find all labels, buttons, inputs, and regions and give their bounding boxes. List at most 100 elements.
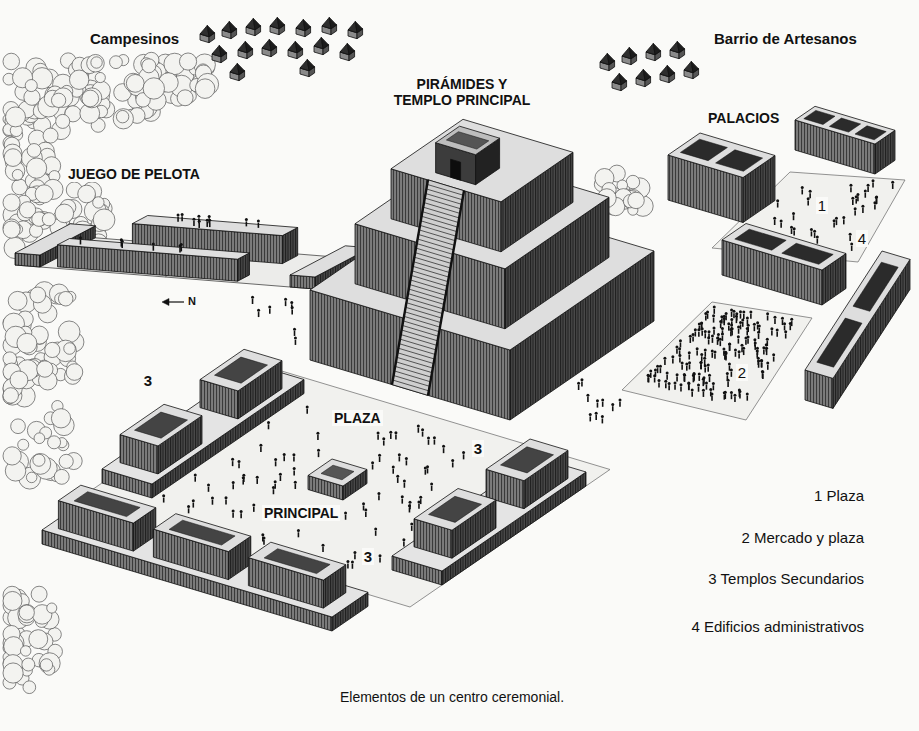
label-anchor: 3 [142, 372, 154, 389]
person-figure [121, 240, 124, 243]
temple-door [451, 159, 461, 180]
stair-step [415, 253, 451, 264]
person-figure [589, 413, 592, 416]
label-anchor: 4 [856, 230, 868, 247]
person-figure [702, 376, 705, 379]
person-figure [378, 454, 381, 457]
person-figure [809, 193, 811, 198]
person-figure [252, 504, 255, 507]
person-figure [398, 453, 401, 456]
person-figure [261, 533, 264, 536]
label-anchor: N [186, 295, 198, 308]
person-figure [405, 457, 408, 460]
temple-shrine [436, 126, 500, 155]
secondary-temple [248, 542, 345, 580]
person-figure [399, 456, 401, 461]
person-figure [701, 356, 703, 361]
person-figure [597, 403, 599, 408]
person-figure [761, 371, 764, 374]
person-figure [162, 494, 165, 497]
person-figure [713, 306, 716, 309]
stair-step [410, 285, 446, 296]
label-anchor: PRINCIPAL [262, 505, 340, 521]
person-figure [392, 469, 394, 474]
person-figure [193, 221, 195, 226]
hut-roof [219, 45, 226, 56]
person-figure [810, 228, 813, 231]
stair-step [397, 357, 433, 368]
person-figure [765, 347, 768, 350]
person-figure [666, 375, 668, 380]
person-figure [816, 235, 819, 238]
tree-crown [12, 169, 23, 180]
person-figure [680, 342, 682, 347]
label-anchor: Campesinos [88, 30, 181, 47]
person-figure [734, 397, 736, 402]
person-figure [246, 221, 248, 226]
tree-crown [143, 78, 164, 99]
person-figure [708, 339, 710, 344]
label-anchor: JUEGO DE PELOTA [66, 166, 202, 182]
roof-recess [829, 118, 860, 132]
person-figure [731, 321, 733, 326]
person-figure [722, 347, 725, 350]
person-figure [781, 317, 784, 320]
person-figure [727, 382, 729, 387]
tree-crown [3, 388, 18, 403]
person-figure [814, 233, 816, 238]
roof-recess [429, 496, 482, 522]
buildings [15, 106, 910, 631]
person-figure [811, 231, 813, 236]
callout-number: 2 [736, 364, 748, 381]
person-figure [700, 364, 702, 369]
roof-recess [782, 243, 833, 264]
stair-step [394, 371, 430, 382]
ball-court-wall [58, 239, 250, 260]
person-figure [790, 226, 793, 229]
person-figure [703, 380, 705, 385]
person-figure [758, 363, 760, 368]
person-figure [706, 385, 708, 390]
hut-roof [321, 37, 328, 48]
person-figure [776, 328, 779, 331]
person-figure [232, 461, 234, 466]
person-figure [766, 350, 768, 355]
person-figure [389, 431, 392, 434]
tree-crown [55, 204, 74, 223]
altar [308, 459, 367, 486]
person-figure [698, 387, 700, 392]
person-figure [851, 197, 854, 200]
person-figure [835, 217, 838, 220]
roof-recess [716, 150, 763, 172]
person-figure [683, 373, 686, 376]
hut-roof [245, 41, 252, 52]
person-figure [780, 223, 782, 228]
person-figure [581, 381, 583, 386]
tree-crown [27, 144, 41, 158]
person-figure [725, 312, 728, 315]
person-figure [792, 212, 795, 215]
stair-step [393, 380, 429, 391]
person-figure [377, 431, 380, 434]
person-figure [754, 345, 756, 350]
person-figure [872, 179, 875, 182]
roof-recess [853, 262, 898, 311]
person-figure [756, 347, 759, 350]
tree-crown [48, 436, 61, 449]
person-figure [849, 233, 852, 236]
caption-anchor: Elementos de un centro ceremonial. [338, 689, 566, 705]
person-figure [463, 454, 465, 459]
person-figure [428, 440, 430, 445]
person-figure [842, 216, 845, 219]
person-figure [731, 372, 733, 377]
person-figure [292, 453, 295, 456]
person-figure [773, 357, 775, 362]
person-figure [730, 369, 733, 372]
hut-roof [347, 43, 354, 54]
person-figure [658, 382, 660, 387]
person-figure [153, 246, 155, 251]
person-figure [730, 331, 732, 336]
person-figure [658, 379, 661, 382]
roof-recess [321, 465, 354, 480]
stair-balustrade [428, 191, 464, 396]
